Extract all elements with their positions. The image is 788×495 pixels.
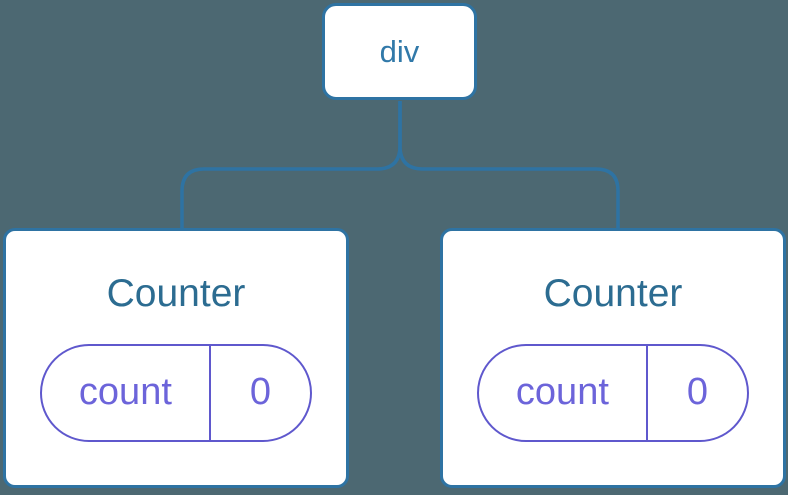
component-card-right: Counter count 0 (440, 228, 786, 488)
state-key: count (479, 345, 648, 440)
state-pill: count 0 (40, 343, 312, 442)
state-value: 0 (249, 371, 271, 414)
component-title: Counter (106, 272, 246, 315)
root-node-label: div (379, 34, 420, 69)
state-value: 0 (686, 371, 708, 414)
component-title: Counter (543, 272, 683, 315)
component-card-left: Counter count 0 (3, 228, 349, 488)
state-key: count (42, 345, 211, 440)
state-pill: count 0 (477, 343, 749, 442)
root-node: div (322, 3, 477, 100)
connector-left-branch (180, 101, 402, 229)
connector-right-branch (398, 101, 620, 229)
